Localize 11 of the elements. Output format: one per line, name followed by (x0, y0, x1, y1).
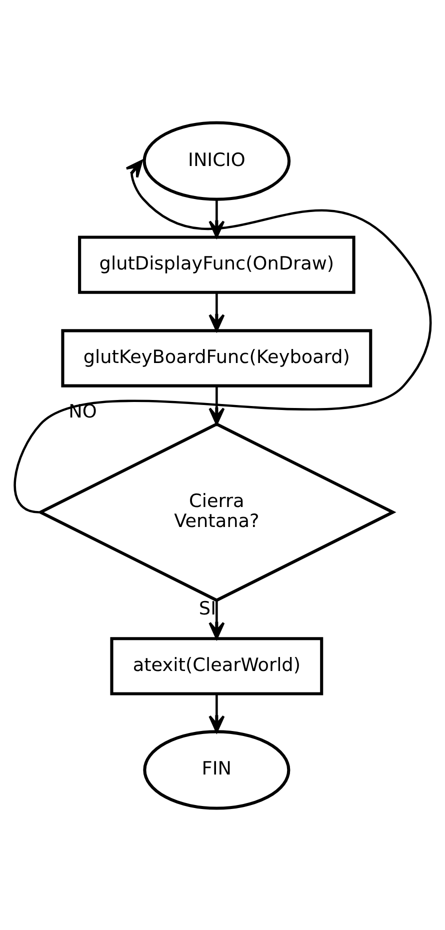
arrow (208, 292, 225, 331)
node-box: glutDisplayFunc(OnDraw) (78, 235, 356, 294)
arrow (208, 386, 225, 424)
arrow (208, 694, 225, 732)
node-box: atexit(ClearWorld) (110, 636, 324, 695)
node-box: glutKeyBoardFunc(Keyboard) (61, 328, 372, 387)
node-ellipse: INICIO (142, 120, 291, 200)
node-ellipse: FIN (143, 730, 290, 810)
arrow (14, 159, 432, 513)
arrow (208, 600, 225, 639)
node-diamond: Cierra Ventana? (37, 422, 396, 602)
